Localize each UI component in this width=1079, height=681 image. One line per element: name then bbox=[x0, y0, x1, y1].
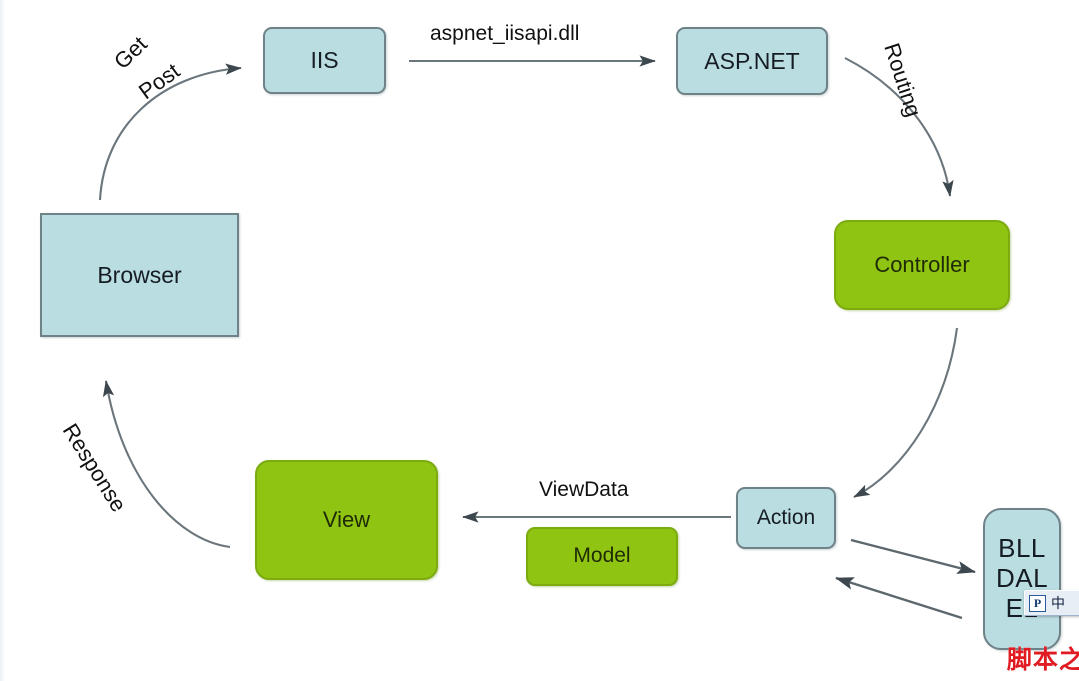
node-view-label: View bbox=[322, 507, 371, 533]
edge-action-to-layers bbox=[850, 538, 976, 574]
node-action-label: Action bbox=[756, 505, 816, 529]
edge-browser-to-iis bbox=[98, 63, 242, 201]
node-browser[interactable]: Browser bbox=[40, 213, 239, 337]
node-iis[interactable]: IIS bbox=[263, 27, 386, 94]
node-model-label: Model bbox=[573, 544, 631, 568]
node-aspnet[interactable]: ASP.NET bbox=[676, 27, 828, 95]
edge-aspnet-to-controller bbox=[844, 57, 954, 197]
ime-pinyin-icon[interactable]: P bbox=[1029, 594, 1046, 612]
node-view[interactable]: View bbox=[255, 460, 438, 580]
node-action[interactable]: Action bbox=[736, 487, 836, 549]
watermark-text: 脚本之家 bbox=[1006, 645, 1079, 674]
edge-layers-to-action bbox=[835, 576, 963, 620]
layer-line-dal: DAL bbox=[995, 563, 1049, 594]
left-edge-strip bbox=[0, 0, 5, 681]
node-model[interactable]: Model bbox=[526, 527, 678, 586]
node-controller[interactable]: Controller bbox=[834, 220, 1010, 310]
edge-label-aspnet-dll: aspnet_iisapi.dll bbox=[430, 22, 580, 45]
watermark: 脚本之家 WWW.JB51.NET bbox=[995, 640, 1079, 681]
edge-label-viewdata: ViewData bbox=[539, 478, 629, 501]
node-controller-label: Controller bbox=[874, 252, 970, 278]
node-iis-label: IIS bbox=[310, 47, 339, 74]
edge-controller-to-action bbox=[853, 327, 959, 498]
ime-mode-label[interactable]: 中 bbox=[1051, 596, 1065, 612]
node-browser-label: Browser bbox=[97, 261, 182, 288]
layer-line-bll: BLL bbox=[998, 533, 1046, 564]
node-aspnet-label: ASP.NET bbox=[704, 47, 800, 74]
node-layers[interactable]: BLL DAL EL bbox=[983, 508, 1061, 650]
ime-language-bar[interactable]: P 中 bbox=[1024, 590, 1079, 616]
edge-view-to-browser bbox=[102, 380, 231, 549]
